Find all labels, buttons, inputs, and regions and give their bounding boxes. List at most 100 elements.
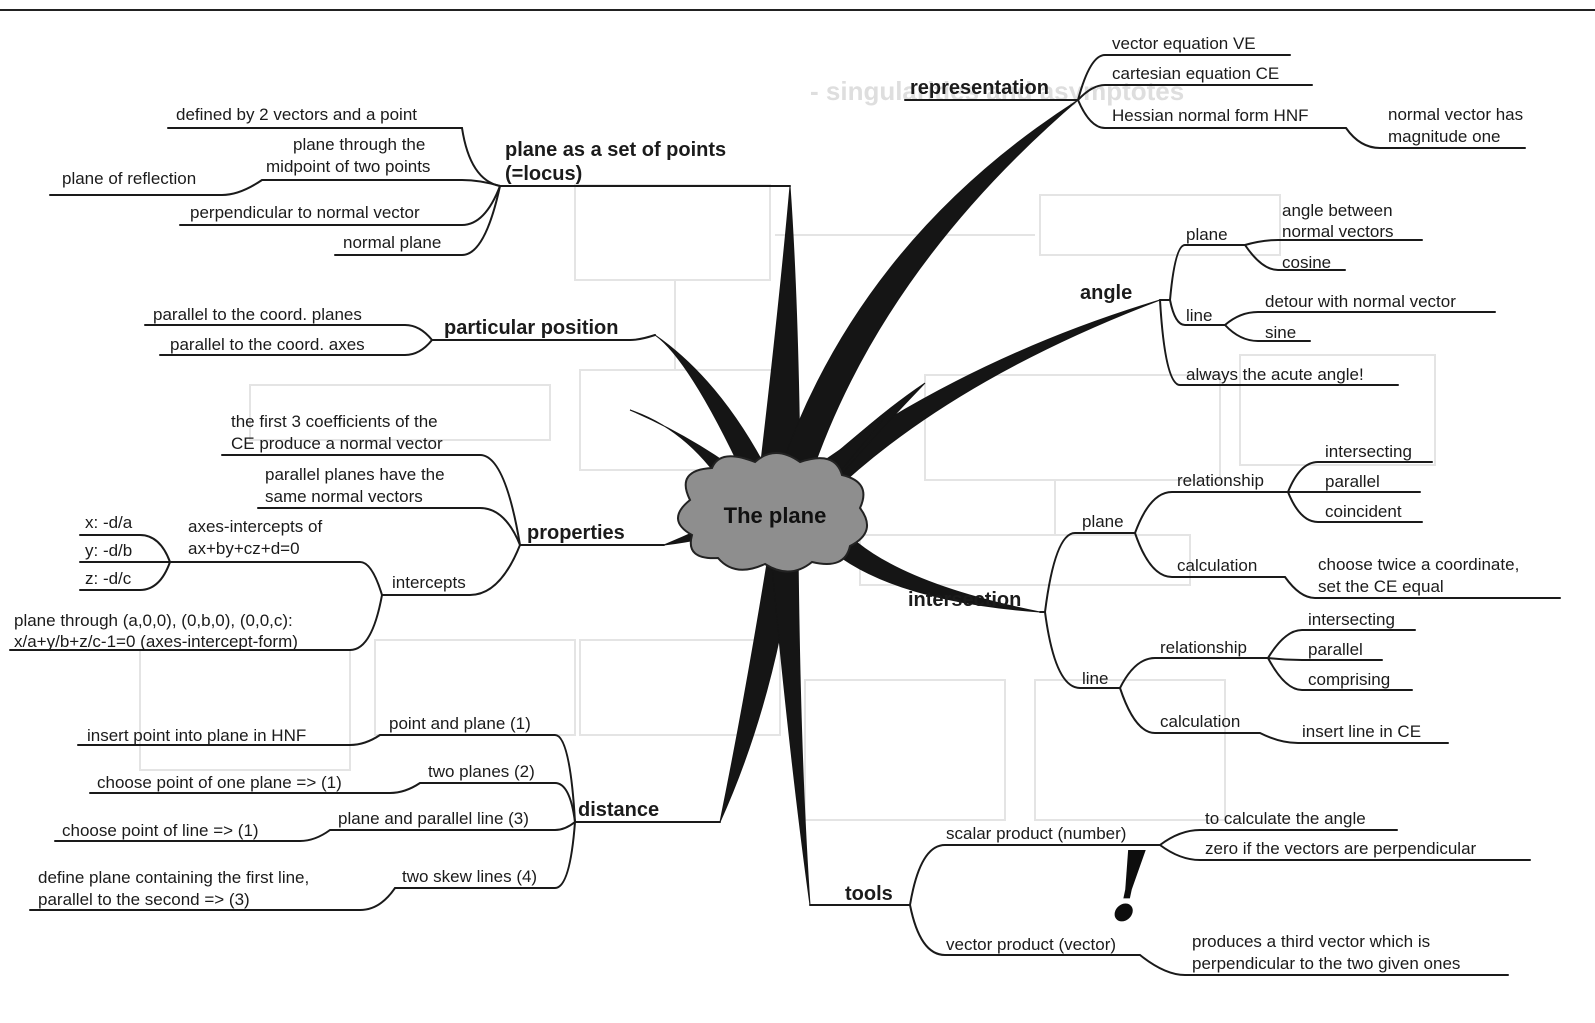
intercept-value: z: -d/c (85, 569, 132, 588)
angle-plane-item: normal vectors (1282, 222, 1394, 241)
intersection-plane-label: plane (1082, 512, 1124, 531)
representation-title: representation (910, 77, 1049, 99)
properties-item: CE produce a normal vector (231, 434, 443, 453)
intercepts-form-link (9, 594, 383, 651)
angle-line-link (1169, 299, 1496, 342)
tools-title: tools (845, 883, 893, 905)
locus-title: plane as a set of points (505, 139, 727, 161)
relationship-item: intersecting (1325, 442, 1412, 461)
locus-item: midpoint of two points (266, 157, 431, 176)
angle-plane-item: cosine (1282, 253, 1332, 272)
distance-item: two planes (2) (428, 762, 535, 781)
intercepts-link (169, 544, 521, 596)
intersection-title: intersection (908, 589, 1022, 611)
intersection-line-rel-link (1119, 657, 1269, 689)
scalar-item: to calculate the angle (1205, 809, 1366, 828)
intercept-value: y: -d/b (85, 541, 133, 560)
locus-perp-link (179, 185, 501, 226)
angle-title: angle (1080, 282, 1133, 304)
hnf-note: magnitude one (1388, 127, 1501, 146)
representation-item: Hessian normal form HNF (1112, 106, 1309, 125)
vector-detail: produces a third vector which is (1192, 932, 1431, 951)
calculation-detail: set the CE equal (1318, 577, 1444, 596)
properties-item: same normal vectors (265, 487, 423, 506)
intercepts-axes: axes-intercepts of (188, 517, 323, 536)
intersection-plane-calc-link (1134, 532, 1561, 599)
angle-line-label: line (1186, 306, 1213, 325)
intersection-line-calculation: calculation (1160, 712, 1241, 731)
angle-note: always the acute angle! (1186, 365, 1364, 384)
locus-item: plane through the (293, 135, 426, 154)
intersection-plane-calculation: calculation (1177, 556, 1258, 575)
locus-item: normal plane (343, 233, 442, 252)
scalar-product: scalar product (number) (946, 824, 1127, 843)
intercept-form: x/a+y/b+z/c-1=0 (axes-intercept-form) (14, 632, 298, 651)
representation-item: vector equation VE (1112, 34, 1256, 53)
distance-skew-link (29, 821, 576, 911)
properties-parallel-link (257, 507, 521, 546)
relationship-item: intersecting (1308, 610, 1395, 629)
position-item: parallel to the coord. planes (153, 305, 362, 324)
center-topic: The plane (723, 503, 827, 528)
position-item: parallel to the coord. axes (170, 335, 365, 354)
intersection-line-label: line (1082, 669, 1109, 688)
angle-plane-label: plane (1186, 225, 1228, 244)
position-axes-link (159, 339, 433, 356)
locus-title: (=locus) (505, 163, 583, 185)
angle-line-item: detour with normal vector (1265, 292, 1456, 311)
relationship-item: parallel (1308, 640, 1363, 659)
vector-product: vector product (vector) (946, 935, 1117, 954)
intersection-plane-rel-link (1134, 491, 1289, 534)
intersection-line-calc-link (1119, 687, 1449, 744)
intersection-plane-rel-items (1287, 461, 1433, 523)
intersection-line-relationship: relationship (1160, 638, 1247, 657)
locus-item: defined by 2 vectors and a point (176, 105, 417, 124)
locus-item: perpendicular to normal vector (190, 203, 420, 222)
intercept-value: x: -d/a (85, 513, 133, 532)
properties-link (221, 454, 665, 546)
locus-midpoint-link (49, 179, 501, 196)
position-title: particular position (444, 317, 619, 339)
vector-detail: perpendicular to the two given ones (1192, 954, 1461, 973)
calculation-detail: insert line in CE (1302, 722, 1422, 741)
angle-plane-item: angle between (1282, 201, 1393, 220)
distance-detail: choose point of line => (1) (62, 821, 259, 840)
tools-link (809, 844, 1161, 906)
distance-item: plane and parallel line (3) (338, 809, 529, 828)
relationship-item: coincident (1325, 502, 1402, 521)
distance-parallel-line-link (54, 821, 576, 842)
locus-item: plane of reflection (62, 169, 197, 188)
distance-item: point and plane (1) (389, 714, 531, 733)
angle-note-link (1159, 299, 1399, 386)
tools-scalar-items (1159, 829, 1531, 861)
calculation-detail: choose twice a coordinate, (1318, 555, 1520, 574)
intersection-line-link (1044, 611, 1121, 689)
locus-normal-link (334, 185, 501, 256)
distance-detail: choose point of one plane => (1) (97, 773, 342, 792)
intercepts-axes: ax+by+cz+d=0 (188, 539, 300, 558)
intercepts-title: intercepts (392, 573, 466, 592)
distance-link (77, 734, 721, 823)
intersection-link (1039, 532, 1136, 613)
hnf-note: normal vector has (1388, 105, 1524, 124)
intercepts-values-link (79, 534, 171, 591)
distance-detail: define plane containing the first line, (38, 868, 310, 887)
distance-detail: parallel to the second => (3) (38, 890, 250, 909)
center-cloud (677, 452, 869, 573)
representation-item: cartesian equation CE (1112, 64, 1280, 83)
relationship-item: parallel (1325, 472, 1380, 491)
properties-item: parallel planes have the (265, 465, 445, 484)
angle-plane-items-link (1244, 239, 1423, 271)
distance-title: distance (578, 799, 660, 821)
representation-ce-link (1077, 84, 1313, 101)
properties-title: properties (527, 522, 625, 544)
intersection-plane-relationship: relationship (1177, 471, 1264, 490)
intercept-form: plane through (a,0,0), (0,b,0), (0,0,c): (14, 611, 293, 630)
relationship-item: comprising (1308, 670, 1391, 689)
scalar-item: zero if the vectors are perpendicular (1205, 839, 1477, 858)
representation-hnf-link (1077, 99, 1526, 149)
properties-item: the first 3 coefficients of the (231, 412, 438, 431)
distance-item: two skew lines (4) (402, 867, 538, 886)
